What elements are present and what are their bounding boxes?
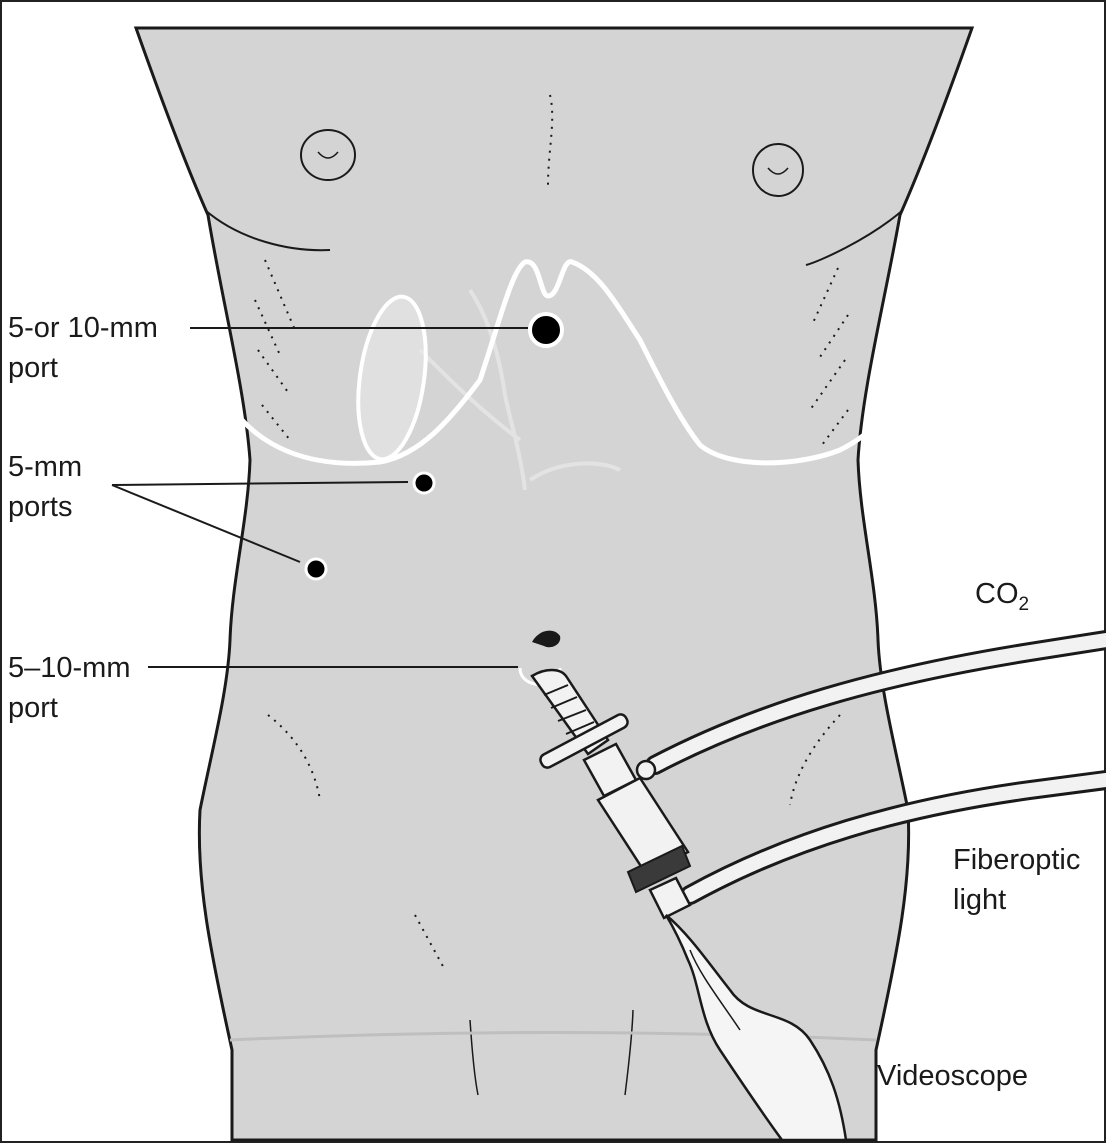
- label-videoscope: Videoscope: [877, 1056, 1028, 1096]
- label-line: 5-or 10-mm: [8, 308, 158, 348]
- label-line: port: [8, 348, 158, 388]
- torso-silhouette: [136, 28, 972, 1140]
- label-line: light: [953, 880, 1080, 920]
- label-fiberoptic-light: Fiberoptic light: [953, 840, 1080, 920]
- label-5-or-10mm-port: 5-or 10-mm port: [8, 308, 158, 388]
- label-line: 5–10-mm: [8, 648, 131, 688]
- label-line: ports: [8, 487, 82, 527]
- label-line: Fiberoptic: [953, 840, 1080, 880]
- label-line: Videoscope: [877, 1056, 1028, 1096]
- co2-base: CO: [975, 578, 1019, 610]
- label-line: port: [8, 688, 131, 728]
- co2-subscript: 2: [1019, 594, 1030, 615]
- label-5-10mm-port: 5–10-mm port: [8, 648, 131, 728]
- port-dot-large: [530, 314, 562, 346]
- port-dot-5mm-lower: [306, 559, 326, 579]
- label-5mm-ports: 5-mm ports: [8, 447, 82, 527]
- insufflation-port: [637, 761, 655, 779]
- port-dot-5mm-upper: [414, 473, 434, 493]
- label-co2: CO2: [975, 574, 1029, 614]
- label-line: 5-mm: [8, 447, 82, 487]
